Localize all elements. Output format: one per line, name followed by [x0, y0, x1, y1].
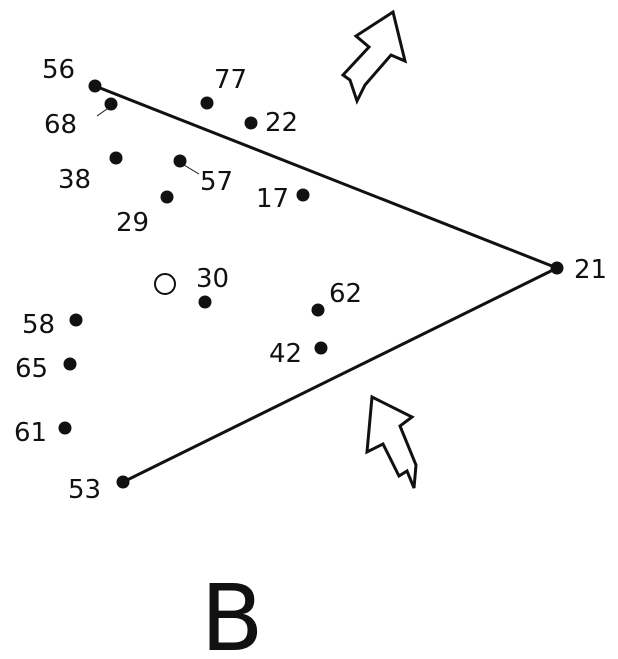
- point-56: [88, 79, 102, 93]
- point-57: [173, 154, 187, 168]
- point-61: [58, 421, 72, 435]
- point-53: [116, 475, 130, 489]
- arrow-bottom-icon: [365, 394, 418, 489]
- panel-label: B: [200, 565, 263, 659]
- point-29: [160, 190, 174, 204]
- point-38: [109, 151, 123, 165]
- point-label-57: 57: [200, 167, 233, 197]
- point-labels: 56 68 77 22 38 57 17 29 30 21 62 42 58 65 61 53: [14, 55, 607, 505]
- arrows: [340, 9, 418, 489]
- point-label-22: 22: [265, 108, 298, 138]
- point-label-62: 62: [329, 279, 362, 309]
- point-label-38: 38: [58, 165, 91, 195]
- point-65: [63, 357, 77, 371]
- leader-lines: [96, 108, 200, 175]
- open-point: [154, 273, 176, 295]
- point-21: [550, 261, 564, 275]
- leader-line-57: [183, 164, 200, 175]
- connection-line-21-53: [122, 266, 558, 484]
- point-label-30: 30: [196, 264, 229, 294]
- point-label-77: 77: [214, 65, 247, 95]
- point-22: [244, 116, 258, 130]
- point-label-58: 58: [22, 310, 55, 340]
- point-label-61: 61: [14, 418, 47, 448]
- point-17: [296, 188, 310, 202]
- point-label-65: 65: [15, 354, 48, 384]
- point-42: [314, 341, 328, 355]
- point-label-17: 17: [256, 184, 289, 214]
- point-58: [69, 313, 83, 327]
- connection-line-56-21: [94, 84, 558, 270]
- arrow-top-icon: [340, 9, 408, 105]
- connection-lines: [94, 84, 558, 484]
- point-label-68: 68: [44, 110, 77, 140]
- point-label-21: 21: [574, 255, 607, 285]
- leader-line-68: [96, 108, 108, 117]
- point-68: [104, 97, 118, 111]
- points: [58, 79, 564, 489]
- point-30: [198, 295, 212, 309]
- point-62: [311, 303, 325, 317]
- point-label-42: 42: [269, 339, 302, 369]
- point-label-53: 53: [68, 475, 101, 505]
- point-77: [200, 96, 214, 110]
- point-label-56: 56: [42, 55, 75, 85]
- point-label-29: 29: [116, 208, 149, 238]
